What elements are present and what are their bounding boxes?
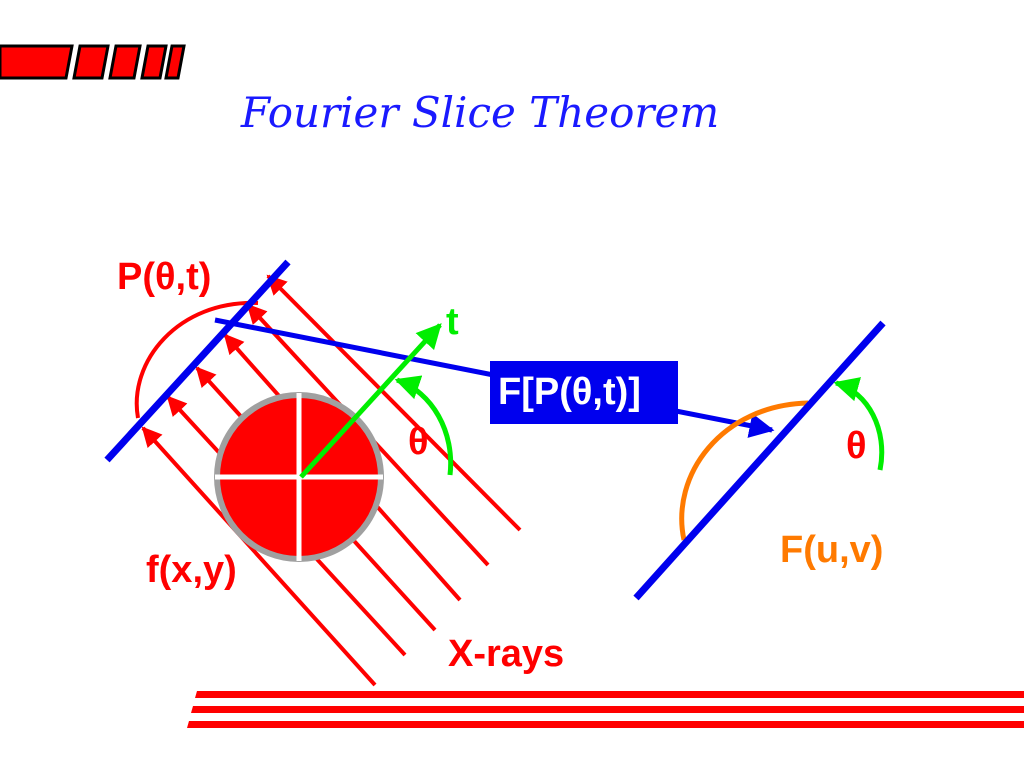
fourier-slice-line (633, 320, 886, 601)
detector-line (104, 259, 291, 463)
fourier-label: F(u,v) (780, 529, 883, 571)
projection-profile-curve (134, 300, 259, 419)
footer-stripes (187, 691, 1024, 728)
transform-box (490, 361, 678, 424)
angle-arc-left (394, 375, 454, 476)
t-axis-label: t (446, 301, 459, 343)
angle-label-right: θ (846, 425, 867, 467)
transform-box-label: F[P(θ,t)] (498, 371, 641, 413)
t-axis-arrow (299, 323, 442, 479)
angle-arc-right (833, 377, 885, 471)
logo-bars (0, 44, 186, 80)
slide-title: Fourier Slice Theorem (240, 88, 720, 137)
angle-label-left: θ (408, 421, 429, 463)
projection-label: P(θ,t) (117, 256, 211, 298)
object-label: f(x,y) (146, 549, 237, 591)
xrays-label: X-rays (448, 633, 564, 675)
fourier-profile-curve (679, 400, 809, 541)
